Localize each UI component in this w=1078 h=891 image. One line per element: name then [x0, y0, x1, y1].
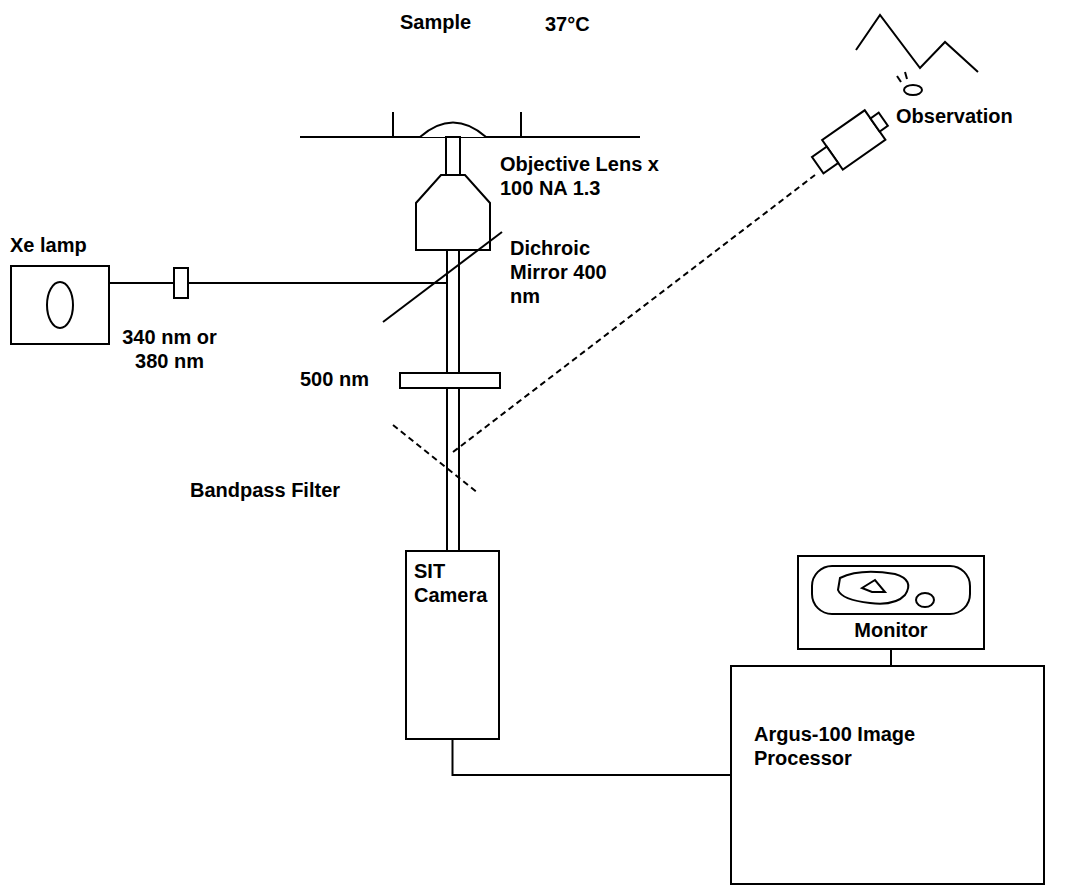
camera-box: SIT Camera [405, 550, 500, 740]
dichroic-label: Dichroic Mirror 400 nm [510, 236, 610, 308]
dichroic-mirror [383, 232, 502, 322]
cell-image [862, 580, 885, 592]
observer-eye [904, 85, 922, 95]
bandpass-filter [393, 425, 478, 493]
observation-label: Observation [896, 104, 1013, 128]
excitation-beam [110, 282, 447, 284]
box-text: Argus-100 Image Processor [732, 667, 932, 770]
temperature-label: 37°C [545, 12, 590, 36]
monitor-screen [812, 566, 970, 614]
box-text: SIT Camera [407, 552, 492, 607]
stage-wall [520, 112, 522, 137]
cell-image [916, 593, 934, 607]
sample-drop [420, 123, 486, 138]
lamp-bulb [47, 282, 73, 328]
excitation-filter [174, 268, 188, 298]
stage-wall [392, 112, 394, 137]
cell-image [838, 572, 908, 604]
observation-eyepiece [807, 105, 893, 180]
objective-label: Objective Lens x 100 NA 1.3 [500, 152, 675, 200]
objective-tube [446, 137, 460, 175]
monitor-box: Monitor [797, 555, 985, 650]
box-text: Xe lamp [10, 233, 87, 257]
processor-box: Argus-100 Image Processor [730, 665, 1045, 885]
connector-wire [453, 740, 731, 775]
eye-lash [897, 76, 901, 82]
filter-wavelength-label: 340 nm or 380 nm [122, 325, 217, 373]
bandpass-label: Bandpass Filter [190, 478, 340, 502]
optical-axis [458, 250, 460, 550]
emission-filter [400, 373, 500, 388]
lamp-box: Xe lamp [10, 265, 110, 345]
observer-head [856, 15, 978, 72]
optical-axis [446, 250, 448, 550]
filter-label: 500 nm [300, 367, 369, 391]
eye-lash [905, 72, 907, 79]
objective-lens [416, 175, 490, 250]
sample-label: Sample [400, 10, 471, 34]
observation-path [453, 175, 815, 452]
box-text: Monitor [799, 618, 983, 642]
connector-wire [891, 650, 892, 665]
